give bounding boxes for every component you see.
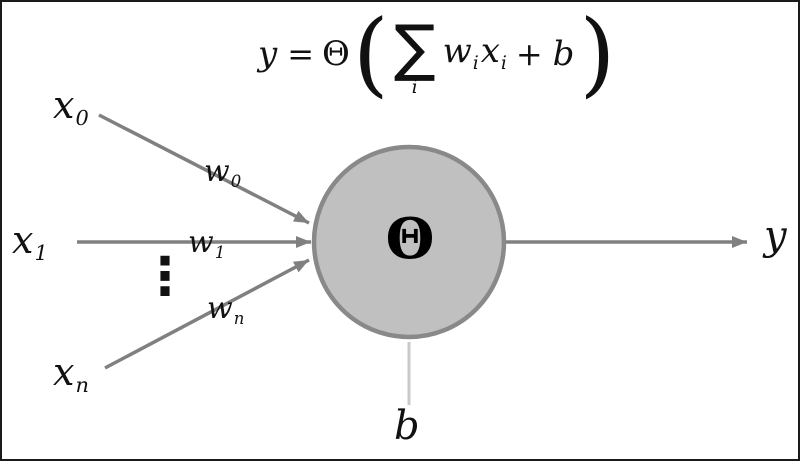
input-label-xn: xn [53, 353, 89, 396]
output-label: y [764, 213, 787, 259]
formula-weight-var: wi [443, 34, 479, 73]
edge-x0-to-neuron [98, 113, 310, 225]
input-label-x1-sub: 1 [34, 241, 48, 266]
formula-input-var: xi [481, 34, 507, 73]
input-label-x0-sub: 0 [75, 106, 89, 131]
formula-bias-var: b [552, 34, 575, 74]
input-label-x1-base: x [12, 218, 34, 262]
weight-label-wn: wn [207, 294, 244, 327]
input-label-x0: x0 [53, 86, 89, 129]
vertical-ellipsis: ⋮ [139, 247, 191, 307]
neuron-node [311, 144, 507, 340]
weight-label-w0: w0 [204, 157, 241, 190]
formula-close-paren: ) [579, 0, 616, 107]
weight-label-w1-sub: 1 [214, 242, 226, 262]
formula-equals-sign: = [287, 35, 315, 73]
formula-summation: ∑ i [394, 11, 436, 98]
formula-weighted-term: wi xi [442, 34, 508, 73]
formula-open-paren: ( [352, 0, 389, 107]
formula-theta-symbol: Θ [322, 34, 350, 74]
edge-xn-to-neuron [104, 258, 310, 370]
input-label-xn-base: x [53, 350, 75, 394]
weight-label-w1-base: w [188, 225, 214, 260]
weight-label-w1: w1 [188, 228, 225, 261]
input-label-x0-base: x [53, 83, 75, 127]
input-label-xn-sub: n [75, 373, 89, 398]
formula-input-base: x [480, 31, 500, 72]
weight-label-w0-base: w [204, 154, 230, 189]
formula-weight-sub: i [472, 52, 479, 74]
neuron-activation-symbol: Θ [385, 206, 435, 272]
weight-label-wn-base: w [207, 291, 233, 326]
formula-input-sub: i [500, 52, 507, 74]
weight-label-wn-sub: n [233, 308, 245, 328]
formula-plus-sign: + [515, 35, 543, 73]
weight-label-w0-sub: 0 [230, 171, 242, 191]
formula-output-var: y [258, 34, 278, 74]
bias-label: b [394, 403, 420, 449]
sum-icon: ∑ [393, 10, 436, 84]
input-label-x1: x1 [12, 221, 48, 264]
formula-weight-base: w [442, 31, 472, 72]
activation-formula: y = Θ ( ∑ i wi xi + b ) [254, 4, 616, 104]
formula-sum-index: i [411, 76, 418, 99]
